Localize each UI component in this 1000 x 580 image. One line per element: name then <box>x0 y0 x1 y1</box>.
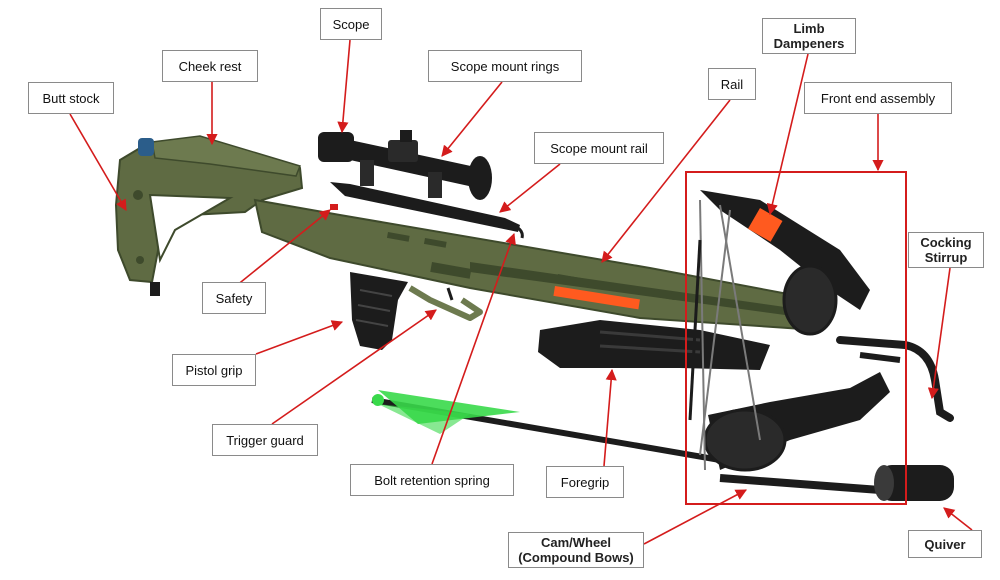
label-scope-mount-rail: Scope mount rail <box>534 132 664 164</box>
bolt-shape <box>371 390 721 463</box>
arrow-quiver <box>943 507 973 531</box>
label-quiver: Quiver <box>908 530 982 558</box>
cheek-rest-shape <box>138 135 302 177</box>
label-trigger-guard: Trigger guard <box>212 424 318 456</box>
front-end-highlight-box <box>685 171 907 505</box>
arrow-foregrip <box>603 368 617 467</box>
arrow-safety <box>235 209 331 287</box>
label-scope-mount-rings: Scope mount rings <box>428 50 582 82</box>
label-limb-dampeners: Limb Dampeners <box>762 18 856 54</box>
annotation-arrows <box>69 39 973 545</box>
arrow-pistol-grip <box>255 320 344 355</box>
foregrip-shape <box>538 320 770 370</box>
arrow-cocking-stirrup <box>927 267 951 400</box>
label-butt-stock: Butt stock <box>28 82 114 114</box>
arrow-cam-wheel <box>643 489 747 545</box>
arrow-butt-stock <box>69 113 127 211</box>
arrow-limb-dampeners <box>766 53 809 216</box>
trigger-guard-shape <box>408 285 483 321</box>
label-cocking-stirrup: Cocking Stirrup <box>908 232 984 268</box>
label-cheek-rest: Cheek rest <box>162 50 258 82</box>
arrow-scope <box>337 39 351 134</box>
barrel-rail-shape <box>253 198 822 332</box>
scope-shape <box>318 130 524 239</box>
label-bolt-retention-spring: Bolt retention spring <box>350 464 514 496</box>
label-rail: Rail <box>708 68 756 100</box>
arrow-scope-mount-rail <box>499 163 561 213</box>
arrow-trigger-guard <box>271 309 437 425</box>
label-scope: Scope <box>320 8 382 40</box>
arrow-scope-mount-rings <box>441 81 503 157</box>
label-front-end-assembly: Front end assembly <box>804 82 952 114</box>
arrow-rail <box>601 99 731 263</box>
front-end-shape <box>688 190 954 501</box>
arrow-bolt-retention-spring <box>431 232 516 465</box>
label-pistol-grip: Pistol grip <box>172 354 256 386</box>
label-foregrip: Foregrip <box>546 466 624 498</box>
pistol-grip-shape <box>350 272 408 350</box>
label-cam-wheel: Cam/Wheel (Compound Bows) <box>508 532 644 568</box>
label-safety: Safety <box>202 282 266 314</box>
